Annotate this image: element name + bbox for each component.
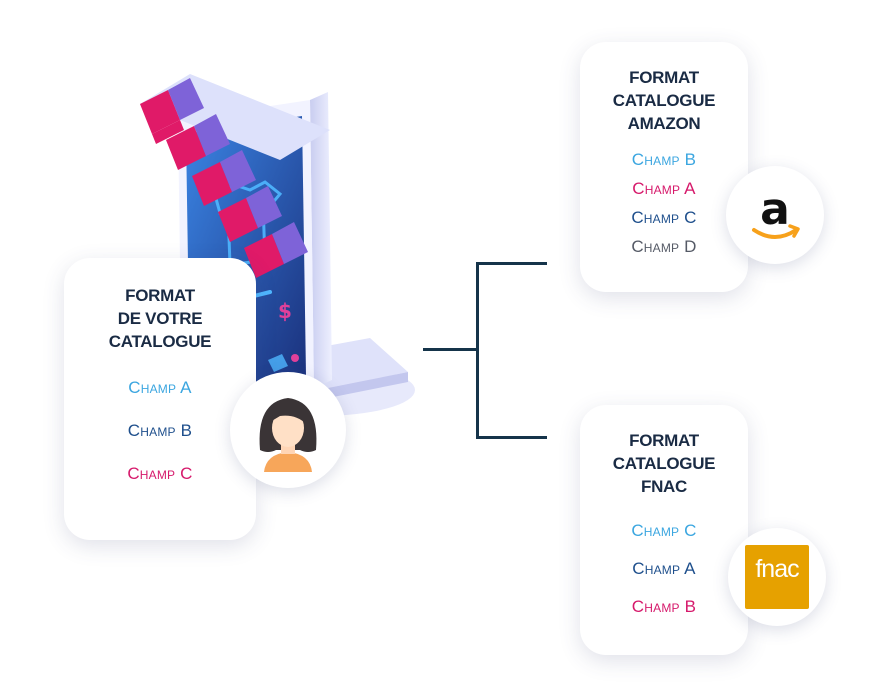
field-item: Champ B xyxy=(631,150,697,169)
amazon-field-list: Champ B Champ A Champ C Champ D xyxy=(580,145,748,261)
title-line: FORMAT xyxy=(629,431,699,450)
field-item: Champ C xyxy=(127,464,193,483)
field-item: Champ B xyxy=(127,421,193,440)
title-line: FNAC xyxy=(640,477,687,496)
fnac-catalogue-card: FORMAT CATALOGUE FNAC Champ C Champ A Ch… xyxy=(580,405,748,655)
title-line: CATALOGUE xyxy=(612,454,716,473)
amazon-logo: a xyxy=(726,166,824,264)
field-item: Champ D xyxy=(631,237,697,256)
source-card-title: FORMAT DE VOTRE CATALOGUE xyxy=(64,284,256,353)
fnac-logo-icon: fnac xyxy=(745,545,809,609)
title-line: CATALOGUE xyxy=(108,332,212,351)
field-item: Champ C xyxy=(631,208,697,227)
title-line: AMAZON xyxy=(627,114,701,133)
user-avatar xyxy=(230,372,346,488)
connector-stem xyxy=(423,348,478,351)
amazon-catalogue-card: FORMAT CATALOGUE AMAZON Champ B Champ A … xyxy=(580,42,748,292)
title-line: FORMAT xyxy=(629,68,699,87)
field-item: Champ A xyxy=(632,559,696,578)
field-item: Champ A xyxy=(632,179,696,198)
title-line: CATALOGUE xyxy=(612,91,716,110)
field-item: Champ B xyxy=(631,597,697,616)
connector-vertical xyxy=(476,262,479,439)
source-field-list: Champ A Champ B Champ C xyxy=(64,373,256,488)
fnac-logo: fnac xyxy=(728,528,826,626)
field-item: Champ C xyxy=(631,521,697,540)
fnac-logo-text: fnac xyxy=(755,555,799,583)
amazon-card-title: FORMAT CATALOGUE AMAZON xyxy=(580,66,748,135)
svg-text:$: $ xyxy=(278,299,292,323)
title-line: DE VOTRE xyxy=(117,309,203,328)
fnac-field-list: Champ C Champ A Champ B xyxy=(580,516,748,621)
title-line: FORMAT xyxy=(125,286,195,305)
user-avatar-icon xyxy=(259,398,317,472)
source-catalogue-card: FORMAT DE VOTRE CATALOGUE Champ A Champ … xyxy=(64,258,256,540)
amazon-logo-icon: a xyxy=(752,184,800,239)
field-item: Champ A xyxy=(128,378,192,397)
connector-branch-fnac xyxy=(476,436,547,439)
connector-branch-amazon xyxy=(476,262,547,265)
amazon-logo-letter: a xyxy=(760,184,790,235)
fnac-card-title: FORMAT CATALOGUE FNAC xyxy=(580,429,748,498)
